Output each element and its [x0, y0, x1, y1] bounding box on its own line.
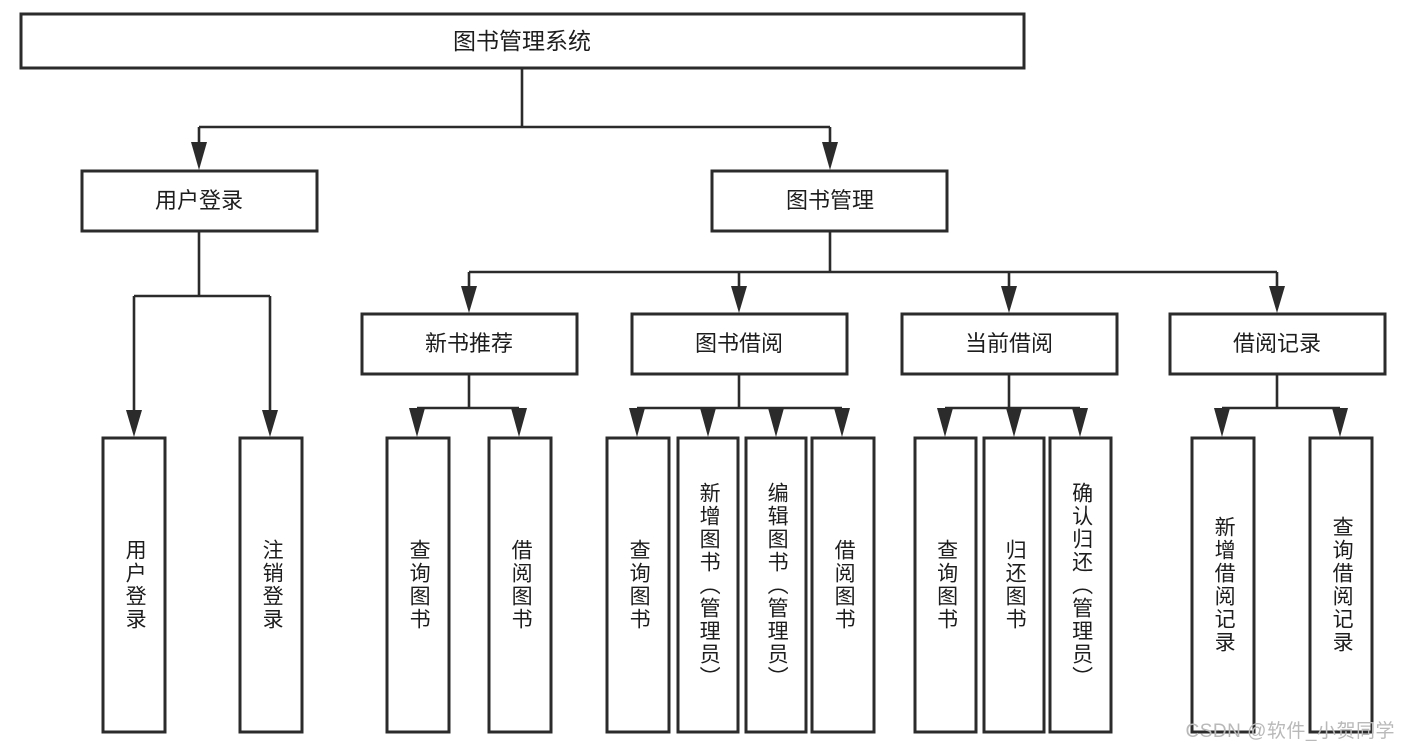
leaf-edit-book-box[interactable] [744, 436, 808, 734]
node-user-login-box[interactable] [80, 169, 319, 233]
connector-group-borrow-record [1214, 375, 1348, 437]
node-book-manage[interactable]: 图书管理 [710, 169, 949, 233]
csdn-watermark: CSDN @软件_小贺同学 [1185, 721, 1395, 742]
leaf-confirm-return-box[interactable] [1048, 436, 1113, 734]
leaf-return-book-box[interactable] [982, 436, 1046, 734]
node-borrow-record-box[interactable] [1168, 312, 1387, 376]
arrowhead-leaf-borrow-book-1 [511, 408, 527, 437]
node-new-book-recommend-label: 新书推荐 [425, 331, 513, 356]
arrowhead-leaf-add-book [700, 408, 716, 437]
node-user-login[interactable]: 用户登录 [80, 169, 319, 233]
connector-group-user-login [126, 232, 278, 437]
node-book-borrow-box[interactable] [630, 312, 849, 376]
arrowhead-leaf-return-book [1006, 408, 1022, 437]
arrowhead-leaf-add-record [1214, 408, 1230, 437]
arrowhead-leaf-confirm-return [1072, 408, 1088, 437]
node-new-book-recommend-box[interactable] [360, 312, 579, 376]
node-root-label: 图书管理系统 [453, 28, 591, 54]
arrowhead-leaf-user-login [126, 410, 142, 437]
node-book-manage-box[interactable] [710, 169, 949, 233]
node-current-borrow-box[interactable] [900, 312, 1119, 376]
leaf-user-login-box[interactable] [101, 436, 167, 734]
arrowhead-book-manage [822, 142, 838, 170]
leaf-add-book-box[interactable] [676, 436, 740, 734]
arrowhead-leaf-query-book-3 [937, 408, 953, 437]
leaf-borrow-book-2-box[interactable] [810, 436, 876, 734]
arrowhead-new-book-recommend [461, 286, 477, 313]
leaf-query-book-2-box[interactable] [605, 436, 671, 734]
node-book-manage-label: 图书管理 [786, 188, 874, 213]
node-book-borrow-label: 图书借阅 [695, 331, 783, 356]
node-borrow-record[interactable]: 借阅记录 [1168, 312, 1387, 376]
leaf-query-record-box[interactable] [1308, 436, 1374, 734]
node-current-borrow-label: 当前借阅 [965, 331, 1053, 356]
node-new-book-recommend[interactable]: 新书推荐 [360, 312, 579, 376]
arrowhead-leaf-query-record [1332, 408, 1348, 437]
arrowhead-leaf-query-book-1 [409, 408, 425, 437]
leaf-add-record-box[interactable] [1190, 436, 1256, 734]
node-current-borrow[interactable]: 当前借阅 [900, 312, 1119, 376]
leaf-query-book-3-box[interactable] [913, 436, 978, 734]
node-borrow-record-label: 借阅记录 [1233, 331, 1321, 356]
node-book-borrow[interactable]: 图书借阅 [630, 312, 849, 376]
node-root[interactable]: 图书管理系统 [19, 12, 1026, 70]
connector-group-book-manage [461, 232, 1285, 313]
connector-group-new-book-recommend [409, 375, 527, 437]
arrowhead-user-login [191, 142, 207, 170]
leaf-logout-login-box[interactable] [238, 436, 304, 734]
connector-group-root [191, 68, 838, 170]
connector-group-current-borrow [937, 375, 1088, 437]
leaf-borrow-book-1-box[interactable] [487, 436, 553, 734]
arrowhead-book-borrow [731, 286, 747, 313]
arrowhead-leaf-edit-book [768, 408, 784, 437]
connector-group-book-borrow [629, 375, 850, 437]
node-root-box[interactable] [19, 12, 1026, 70]
arrowhead-leaf-query-book-2 [629, 408, 645, 437]
arrowhead-borrow-record [1269, 286, 1285, 313]
arrowhead-current-borrow [1001, 286, 1017, 313]
arrowhead-leaf-borrow-book-2 [834, 408, 850, 437]
leaf-query-book-1-box[interactable] [385, 436, 451, 734]
arrowhead-leaf-logout-login [262, 410, 278, 437]
leaf-node-group [101, 436, 1374, 734]
node-user-login-label: 用户登录 [155, 188, 243, 213]
